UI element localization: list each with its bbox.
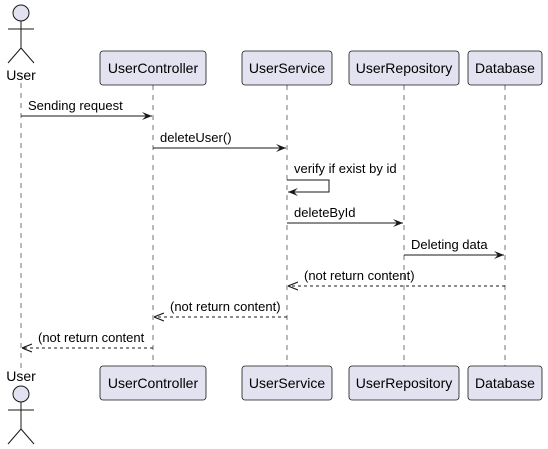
participant-box <box>467 50 543 86</box>
message-label: deleteUser() <box>160 130 232 145</box>
actor-leg-right <box>20 47 35 64</box>
message-label: (not return content) <box>304 268 415 283</box>
actor-leg-left <box>7 47 22 64</box>
participant-database-bottom: Database <box>467 365 543 401</box>
actor-user-bottom: User <box>6 368 36 445</box>
message-label: Deleting data <box>411 237 488 252</box>
message-label: deleteById <box>294 205 355 220</box>
actor-leg-right <box>20 428 35 445</box>
message-6: (not return content) <box>288 268 505 286</box>
participant-label: UserController <box>108 60 199 76</box>
participant-box <box>348 365 460 401</box>
participant-box <box>99 365 207 401</box>
message-8: (not return content <box>22 330 153 348</box>
message-label: Sending request <box>28 98 123 113</box>
actor-user-top: User <box>6 4 36 83</box>
message-5: Deleting data <box>404 237 504 259</box>
message-arrow <box>287 179 330 196</box>
participant-label: Database <box>475 60 535 76</box>
message-4: deleteById <box>287 205 403 227</box>
participant-label: User <box>6 368 36 384</box>
participant-label: UserService <box>249 375 325 391</box>
actor-head <box>12 4 30 22</box>
participant-box <box>241 50 333 86</box>
actor-head <box>12 385 30 403</box>
participant-box <box>99 50 207 86</box>
participant-label: Database <box>475 375 535 391</box>
message-2: deleteUser() <box>153 130 286 152</box>
actor-leg-left <box>7 428 22 445</box>
participant-label: UserController <box>108 375 199 391</box>
participant-box <box>241 365 333 401</box>
participant-box <box>467 365 543 401</box>
participant-database-top: Database <box>467 50 543 86</box>
participant-repository-top: UserRepository <box>348 50 460 86</box>
participant-label: UserRepository <box>356 60 452 76</box>
participant-label: UserService <box>249 60 325 76</box>
message-3: verify if exist by id <box>287 161 397 196</box>
participant-controller-bottom: UserController <box>99 365 207 401</box>
participant-label: User <box>6 67 36 83</box>
participant-service-top: UserService <box>241 50 333 86</box>
participant-label: UserRepository <box>356 375 452 391</box>
participant-repository-bottom: UserRepository <box>348 365 460 401</box>
participant-box <box>348 50 460 86</box>
message-label: verify if exist by id <box>294 161 397 176</box>
message-1: Sending request <box>21 98 152 120</box>
message-7: (not return content) <box>154 299 287 317</box>
message-label: (not return content <box>38 330 145 345</box>
message-label: (not return content) <box>170 299 281 314</box>
participant-service-bottom: UserService <box>241 365 333 401</box>
participant-controller-top: UserController <box>99 50 207 86</box>
